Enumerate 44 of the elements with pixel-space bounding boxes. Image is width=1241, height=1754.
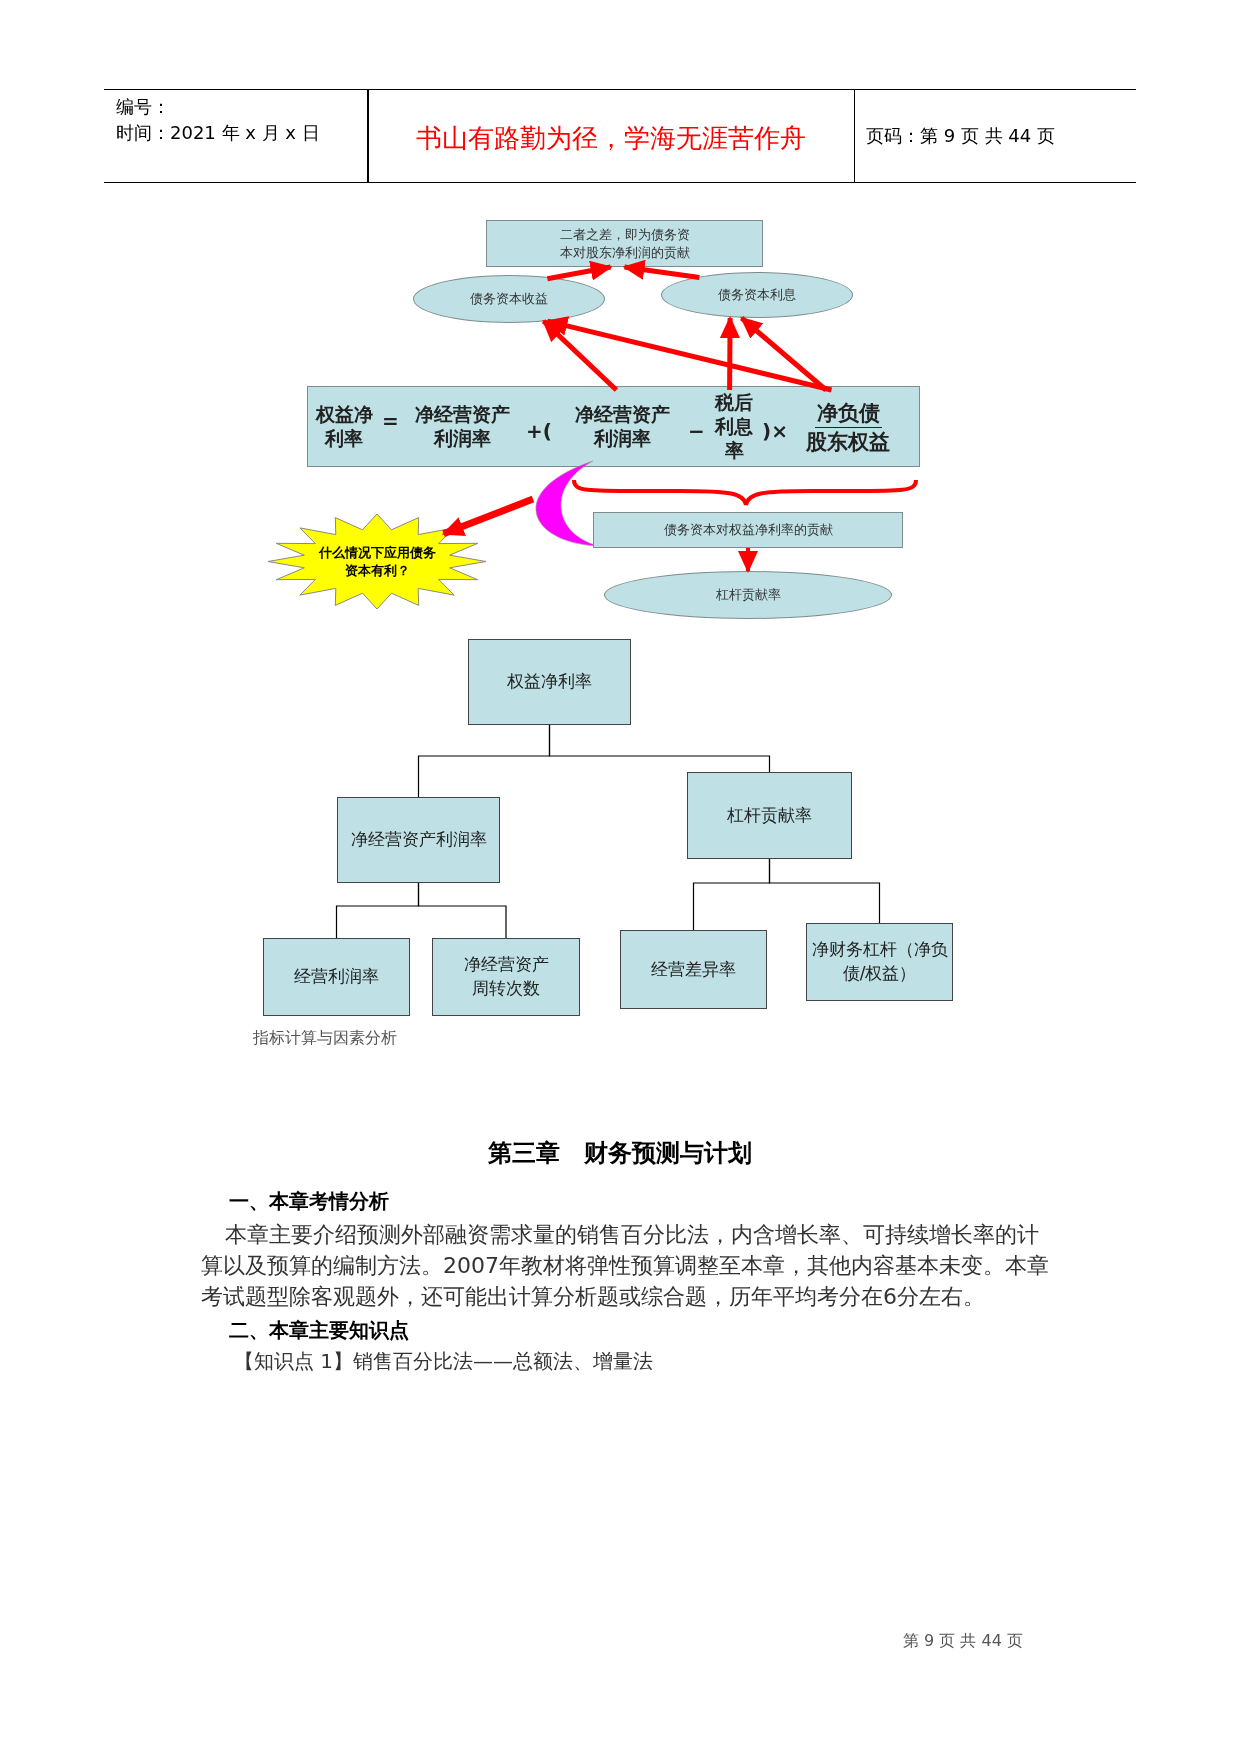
section-heading: 二、本章主要知识点 <box>229 1317 409 1344</box>
knowledge-point-title: 【知识点 1】销售百分比法——总额法、增量法 <box>234 1348 654 1375</box>
tree-box: 经营利润率 <box>263 938 410 1016</box>
formula-term: 税后利息率 <box>712 390 756 464</box>
text-box: 债务资本对权益净利率的贡献 <box>593 512 903 548</box>
formula-operator: )× <box>762 419 788 443</box>
formula-operator: − <box>688 419 705 443</box>
arrow <box>622 259 700 280</box>
formula-term: 净经营资产利润率 <box>566 390 678 464</box>
ellipse-label: 债务资本利息 <box>661 272 853 318</box>
tree-box: 净经营资产利润率 <box>337 797 500 883</box>
text-box: 二者之差，即为债务资本对股东净利润的贡献 <box>486 220 763 267</box>
tree-box: 权益净利率 <box>468 639 631 725</box>
page-footer: 第 9 页 共 44 页 <box>903 1625 1023 1657</box>
arrow <box>739 316 828 392</box>
fraction-denominator: 股东权益 <box>805 427 891 455</box>
arrow <box>541 319 619 392</box>
starburst-text: 什么情况下应用债务资本有利？ <box>317 543 437 580</box>
tree-box: 杠杆贡献率 <box>687 772 852 859</box>
formula-term: 净经营资产利润率 <box>406 390 518 464</box>
tree-box: 净经营资产周转次数 <box>432 938 580 1016</box>
ellipse-label: 债务资本收益 <box>413 275 605 323</box>
formula-term: 权益净利率 <box>311 390 377 464</box>
connector-line <box>768 858 881 924</box>
tree-box: 净财务杠杆（净负债/权益） <box>806 923 953 1001</box>
formula-operator: +( <box>526 419 552 443</box>
arrow <box>546 260 613 282</box>
formula-operator: = <box>382 409 399 433</box>
header-motto: 书山有路勤为径，学海无涯苦作舟 <box>414 122 807 155</box>
formula-panel <box>307 386 920 467</box>
fraction-numerator: 净负债 <box>814 399 882 428</box>
body-paragraph: 本章主要介绍预测外部融资需求量的销售百分比法，内含增长率、可持续增长率的计算以及预算的编制方法。2007年教材将弹性预算调整至本章，其他内容基本未变。本章考试题型除客观题外，还可能出计算分析题或综合题，历年平均考分在6分左右。 <box>201 1221 1050 1311</box>
page-number: 页码：第 9 页 共 44 页 <box>866 124 1055 148</box>
chapter-heading: 第三章 财务预测与计划 <box>487 1138 753 1169</box>
connector-line <box>417 882 507 939</box>
arrow <box>719 316 740 390</box>
tree-box: 经营差异率 <box>620 930 767 1009</box>
arrow <box>738 548 758 573</box>
connector-line <box>548 724 771 773</box>
section-heading: 一、本章考情分析 <box>229 1188 389 1215</box>
arrow <box>441 495 535 538</box>
arrow <box>545 316 833 393</box>
figure-caption: 指标计算与因素分析 <box>253 1027 397 1049</box>
ellipse-label: 杠杆贡献率 <box>604 571 892 619</box>
